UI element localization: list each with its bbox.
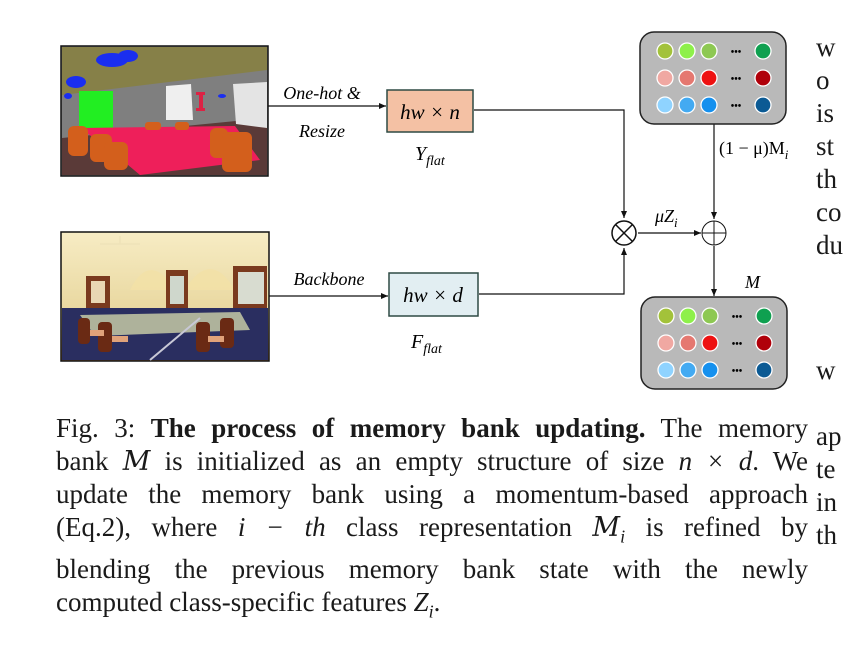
ellipsis-icon: ••• [732,366,743,377]
class-feature-dot [678,96,696,114]
caption-title: The process of memory bank updating. [150,413,646,443]
y-flat-label: Yflat [415,143,446,169]
class-feature-dot [754,96,772,114]
caption-line-5: blending the previous memory bank state … [56,554,808,585]
class-feature-dot [701,307,719,325]
onehot-label: One-hot & [283,83,360,103]
figure-caption: Fig. 3: The process of memory bank updat… [56,412,808,629]
memory-bank-updated: ••• ••• ••• [640,296,788,390]
class-feature-dot [755,307,773,325]
math-symbol: M [122,446,151,477]
column-fragment: o [816,65,830,95]
y-box-label: hw × n [400,100,460,124]
class-feature-dot [656,42,674,60]
math-subscript: i [428,601,434,622]
column-fragment: ap [816,421,842,451]
caption-text: is refined by [625,512,808,542]
caption-text: class representation [325,512,593,542]
class-feature-dot [701,334,719,352]
math-symbol: Z [413,587,429,618]
class-feature-dot [679,334,697,352]
class-feature-dot [678,69,696,87]
ellipsis-icon: ••• [731,101,742,112]
ellipsis-icon: ••• [731,74,742,85]
class-feature-dot [678,42,696,60]
memory-label: M [744,272,761,292]
class-feature-dot [657,334,675,352]
f-to-multiply-line [479,248,627,295]
f-flat-label: Fflat [410,331,443,357]
math-subscript: i [620,526,626,547]
column-fragment: w [816,32,836,62]
f-box-label: hw × d [403,283,463,307]
caption-text: (Eq.2), where [56,512,238,542]
column-fragment: th [816,164,838,194]
caption-text: . We [752,446,809,476]
caption-text: is initialized as an empty structure of … [150,446,679,476]
caption-text: computed class-specific features [56,587,414,618]
math-symbol: M [592,512,621,543]
class-feature-dot [700,42,718,60]
backbone-label: Backbone [294,269,365,289]
class-feature-dot [755,334,773,352]
figure-number: Fig. 3: [56,413,151,443]
one-minus-mu-label: (1 − μ)Mi [719,138,789,162]
column-fragment: is [816,98,835,128]
class-feature-dot [755,361,773,379]
class-feature-dot [679,361,697,379]
resize-label: Resize [298,121,345,141]
class-feature-dot [657,307,675,325]
column-fragment: co [816,197,842,227]
class-feature-dot [754,69,772,87]
y-flat-box [386,89,474,133]
ellipsis-icon: ••• [731,47,742,58]
y-to-multiply-line [474,109,627,218]
class-feature-dot [679,307,697,325]
f-flat-box [388,272,479,317]
class-feature-dot [657,361,675,379]
mu-z-label: μZi [654,206,678,230]
multiply-operator-icon [611,220,637,246]
column-fragment: te [816,454,836,484]
column-fragment: th [816,520,838,550]
add-operator-icon [701,220,727,246]
caption-line-6: computed class-specific features Zi. [56,586,808,628]
memory-bank-previous: ••• ••• ••• [639,31,787,125]
column-fragment: w [816,355,836,385]
column-fragment: du [816,230,843,260]
caption-line-2: bank M is initialized as an empty struct… [56,445,808,478]
column-fragment: st [816,131,835,161]
caption-line-4: (Eq.2), where i − th class representatio… [56,511,808,553]
class-feature-dot [656,96,674,114]
ellipsis-icon: ••• [732,312,743,323]
column-fragment: in [816,487,838,517]
math-expression: i − th [237,512,326,542]
caption-text: The memory [645,413,808,443]
class-feature-dot [656,69,674,87]
caption-text: . [433,587,441,618]
ellipsis-icon: ••• [732,339,743,350]
class-feature-dot [700,69,718,87]
class-feature-dot [754,42,772,60]
rgb-scene-image [60,231,270,362]
caption-line-1: Fig. 3: The process of memory bank updat… [56,412,808,445]
class-feature-dot [700,96,718,114]
caption-text: bank [56,446,123,476]
caption-line-3: update the memory bank using a momentum-… [56,479,808,509]
memory-bank-diagram: hw × n hw × d One-hot & Resize Backbone … [60,31,789,390]
math-expression: n × d [678,446,753,476]
class-feature-dot [701,361,719,379]
segmentation-map-image [60,45,269,177]
